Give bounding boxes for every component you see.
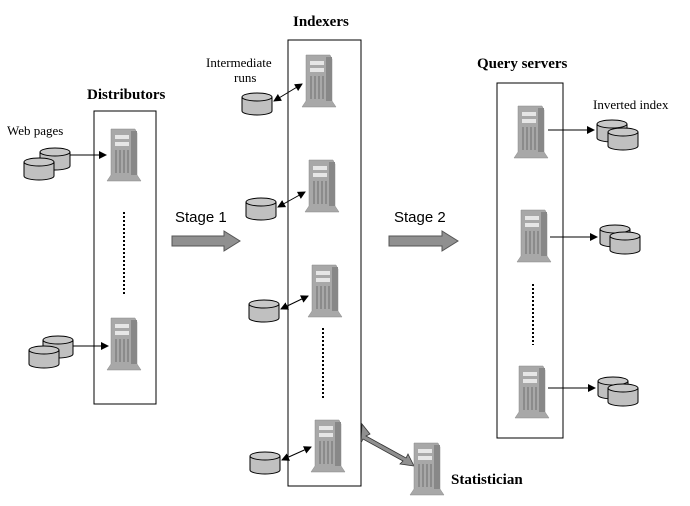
intermediate-run-arrow: [273, 83, 303, 102]
intermediate-run-arrow: [277, 191, 306, 208]
statistician-server-icon: [409, 442, 445, 496]
distributor-server-icon: [106, 128, 142, 182]
stage1-arrow: [171, 230, 241, 252]
query-servers-box: [496, 82, 564, 439]
statistician-arrow: [360, 422, 415, 467]
intermediate-run-disk-icon: [249, 451, 281, 475]
indexer-server-icon: [310, 419, 346, 473]
distributors-title: Distributors: [87, 87, 166, 103]
web-pages-label: Web pages: [7, 123, 64, 138]
indexer-server-icon: [307, 264, 343, 318]
web-pages-disk-icon: [23, 157, 55, 181]
intermediate-run-arrow: [281, 446, 312, 461]
intermediate-runs-label-line2: runs: [234, 70, 257, 85]
web-pages-disk-icon: [28, 345, 60, 369]
inverted-index-disk-icon: [609, 231, 641, 255]
intermediate-run-disk-icon: [245, 197, 277, 221]
query-server-icon: [516, 209, 552, 263]
indexer-server-icon: [304, 159, 340, 213]
distributors-box: [93, 110, 157, 405]
indexers-title: Indexers: [293, 14, 349, 30]
distributor-server-icon: [106, 317, 142, 371]
inverted-index-disk-icon: [607, 383, 639, 407]
query-server-icon: [513, 105, 549, 159]
stage2-arrow: [388, 230, 459, 252]
inverted-index-label: Inverted index: [593, 97, 669, 112]
stage2-label: Stage 2: [394, 209, 446, 226]
stage1-label: Stage 1: [175, 209, 227, 226]
statistician-title: Statistician: [451, 472, 523, 488]
indexer-server-icon: [301, 54, 337, 108]
query-servers-title: Query servers: [477, 56, 568, 72]
intermediate-run-disk-icon: [248, 299, 280, 323]
intermediate-runs-label-line1: Intermediate: [206, 55, 272, 70]
intermediate-run-arrow: [280, 295, 309, 310]
intermediate-run-disk-icon: [241, 92, 273, 116]
indexers-box: [287, 39, 362, 487]
query-server-icon: [514, 365, 550, 419]
inverted-index-disk-icon: [607, 127, 639, 151]
